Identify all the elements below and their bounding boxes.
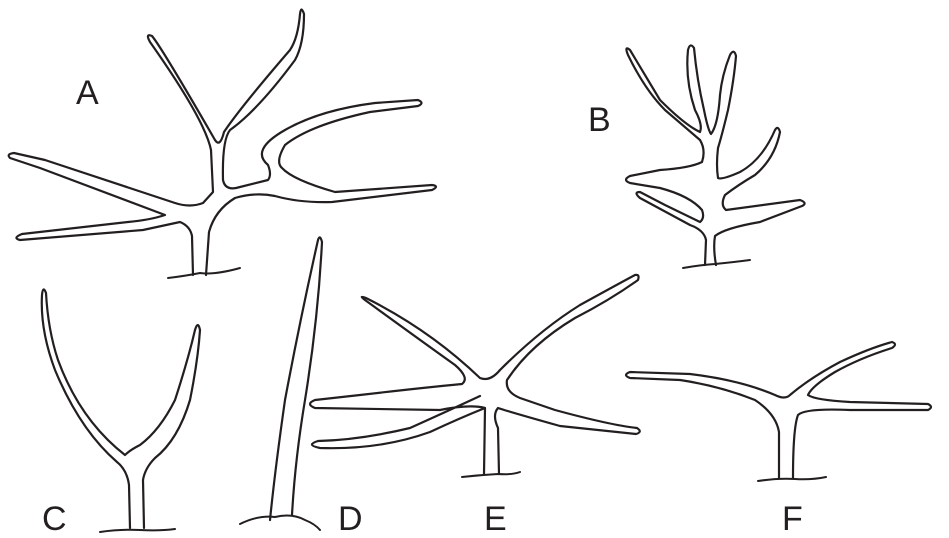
specimen-e-outline: [310, 275, 640, 474]
specimen-c-ground: [100, 529, 175, 532]
specimen-f-outline: [626, 342, 931, 478]
specimen-a: A: [9, 10, 436, 279]
panel-label-d: D: [338, 500, 363, 538]
specimen-d: D: [240, 237, 363, 538]
specimen-e: E: [310, 275, 640, 538]
specimen-a-stem: [9, 10, 436, 276]
panel-label-c: C: [42, 500, 67, 538]
specimen-b: B: [588, 45, 805, 268]
panel-label-e: E: [484, 500, 507, 538]
specimen-d-ground: [240, 516, 320, 530]
panel-label-f: F: [782, 500, 803, 538]
panel-label-b: B: [588, 101, 611, 139]
specimen-b-ground: [683, 260, 750, 268]
specimen-a-ground: [168, 268, 240, 278]
specimen-d-outline: [270, 237, 322, 520]
specimen-c-outline: [42, 289, 200, 528]
specimen-b-outline: [626, 45, 805, 265]
panel-label-a: A: [76, 74, 99, 112]
specimen-f: F: [626, 342, 931, 538]
specimen-c: C: [42, 289, 200, 538]
specimen-e-ground: [462, 472, 520, 477]
